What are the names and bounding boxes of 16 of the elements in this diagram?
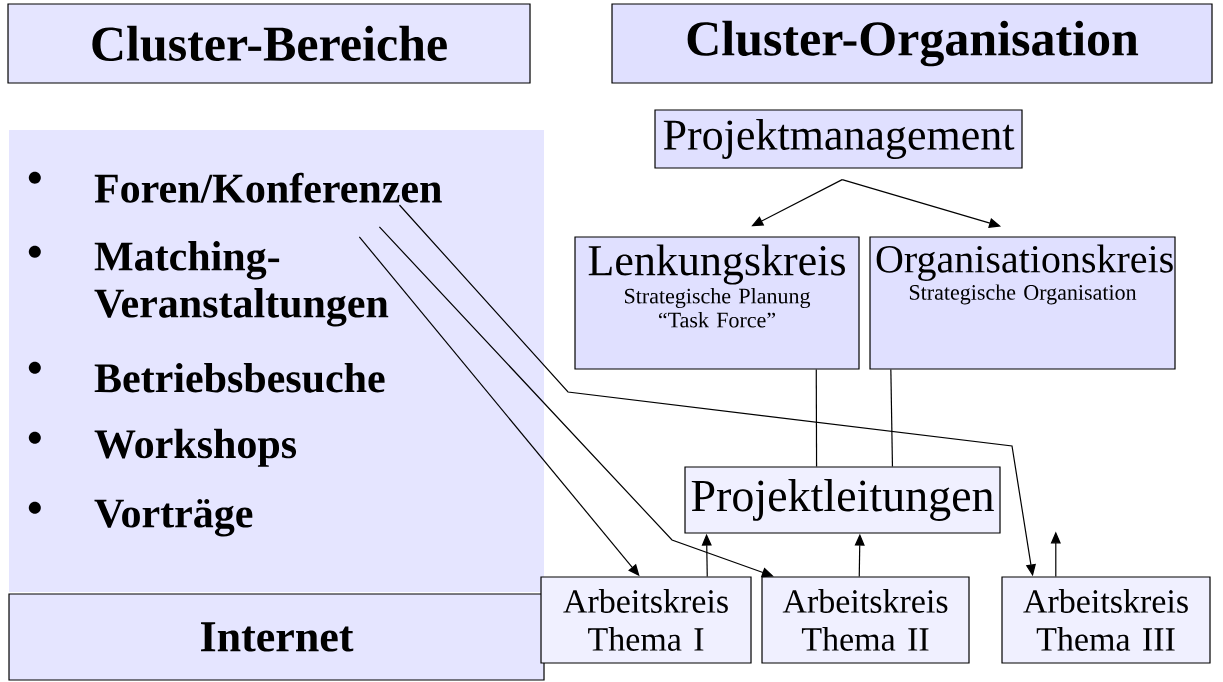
process-box: Arbeitskreis Thema I (540, 576, 752, 664)
list-item: Matching- Veranstaltungen (94, 241, 389, 327)
list-item: Vorträge (94, 499, 253, 537)
list-item: Foren/Konferenzen (94, 172, 442, 203)
process-box: Projektleitungen (684, 466, 1001, 534)
process-box: Lenkungskreis Strategische Planung “Task Force” (574, 236, 860, 370)
header-box: Cluster-Bereiche (7, 3, 531, 84)
internet-box: Internet (8, 593, 545, 681)
process-box: Projektmanagement (654, 109, 1023, 169)
process-box: Arbeitskreis Thema II (761, 576, 970, 664)
process-box: Arbeitskreis Thema III (1001, 576, 1211, 664)
header-box: Cluster-Organisation (611, 3, 1213, 84)
list-item: Betriebsbesuche (94, 362, 385, 393)
list-item: Workshops (94, 428, 297, 467)
arrow (378, 226, 774, 578)
process-box: Organisationskreis Strategische Organisation (869, 236, 1176, 370)
